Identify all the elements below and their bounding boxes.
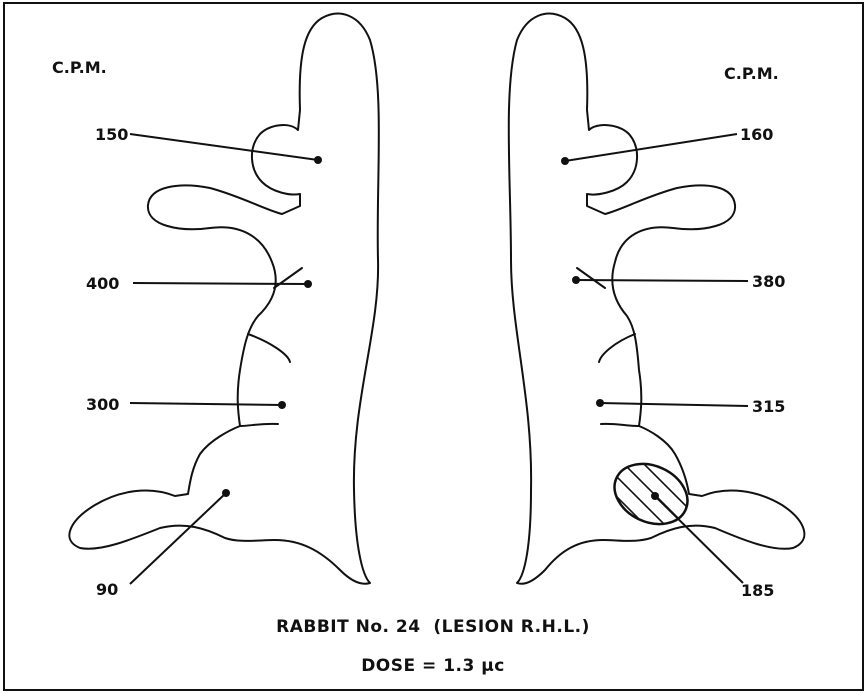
right-reading-4: 185 xyxy=(651,492,774,600)
measure-point xyxy=(572,276,580,284)
measure-point xyxy=(278,401,286,409)
leader-line xyxy=(576,280,748,281)
left-hip-line xyxy=(240,424,278,426)
left-reading-2: 400 xyxy=(86,274,312,293)
left-reading-3: 300 xyxy=(86,395,286,414)
left-cpm-header: C.P.M. xyxy=(52,58,107,77)
reading-label: 300 xyxy=(86,395,119,414)
leader-line xyxy=(565,134,737,161)
measure-point xyxy=(596,399,604,407)
measure-point xyxy=(304,280,312,288)
reading-label: 185 xyxy=(741,581,774,600)
left-animal-body-outline xyxy=(69,14,379,584)
reading-label: 380 xyxy=(752,272,785,291)
reading-label: 400 xyxy=(86,274,119,293)
right-cpm-header: C.P.M. xyxy=(724,64,779,83)
lesion-area xyxy=(560,410,720,570)
left-neck-mark xyxy=(274,268,302,288)
left-reading-1: 150 xyxy=(95,125,322,164)
reading-label: 315 xyxy=(752,397,785,416)
caption-title: RABBIT No. 24 (LESION R.H.L.) xyxy=(276,617,590,637)
leader-line xyxy=(600,403,748,406)
leader-line xyxy=(130,134,318,160)
measure-point xyxy=(222,489,230,497)
reading-label: 90 xyxy=(96,580,118,599)
page-border xyxy=(4,3,863,690)
measure-point xyxy=(561,157,569,165)
left-animal xyxy=(69,14,379,584)
leader-line xyxy=(655,496,743,583)
right-reading-1: 160 xyxy=(561,125,773,165)
left-ear-fold xyxy=(248,334,290,362)
measure-point xyxy=(314,156,322,164)
right-ear-fold xyxy=(599,334,635,362)
caption-dose: DOSE = 1.3 μc xyxy=(361,656,505,676)
reading-label: 150 xyxy=(95,125,128,144)
right-hip-line xyxy=(601,424,639,426)
leader-line xyxy=(133,283,308,284)
reading-label: 160 xyxy=(740,125,773,144)
right-neck-mark xyxy=(577,268,605,288)
leader-line xyxy=(130,403,282,405)
right-reading-3: 315 xyxy=(596,397,785,416)
measure-point xyxy=(651,492,659,500)
leader-line xyxy=(130,493,226,584)
